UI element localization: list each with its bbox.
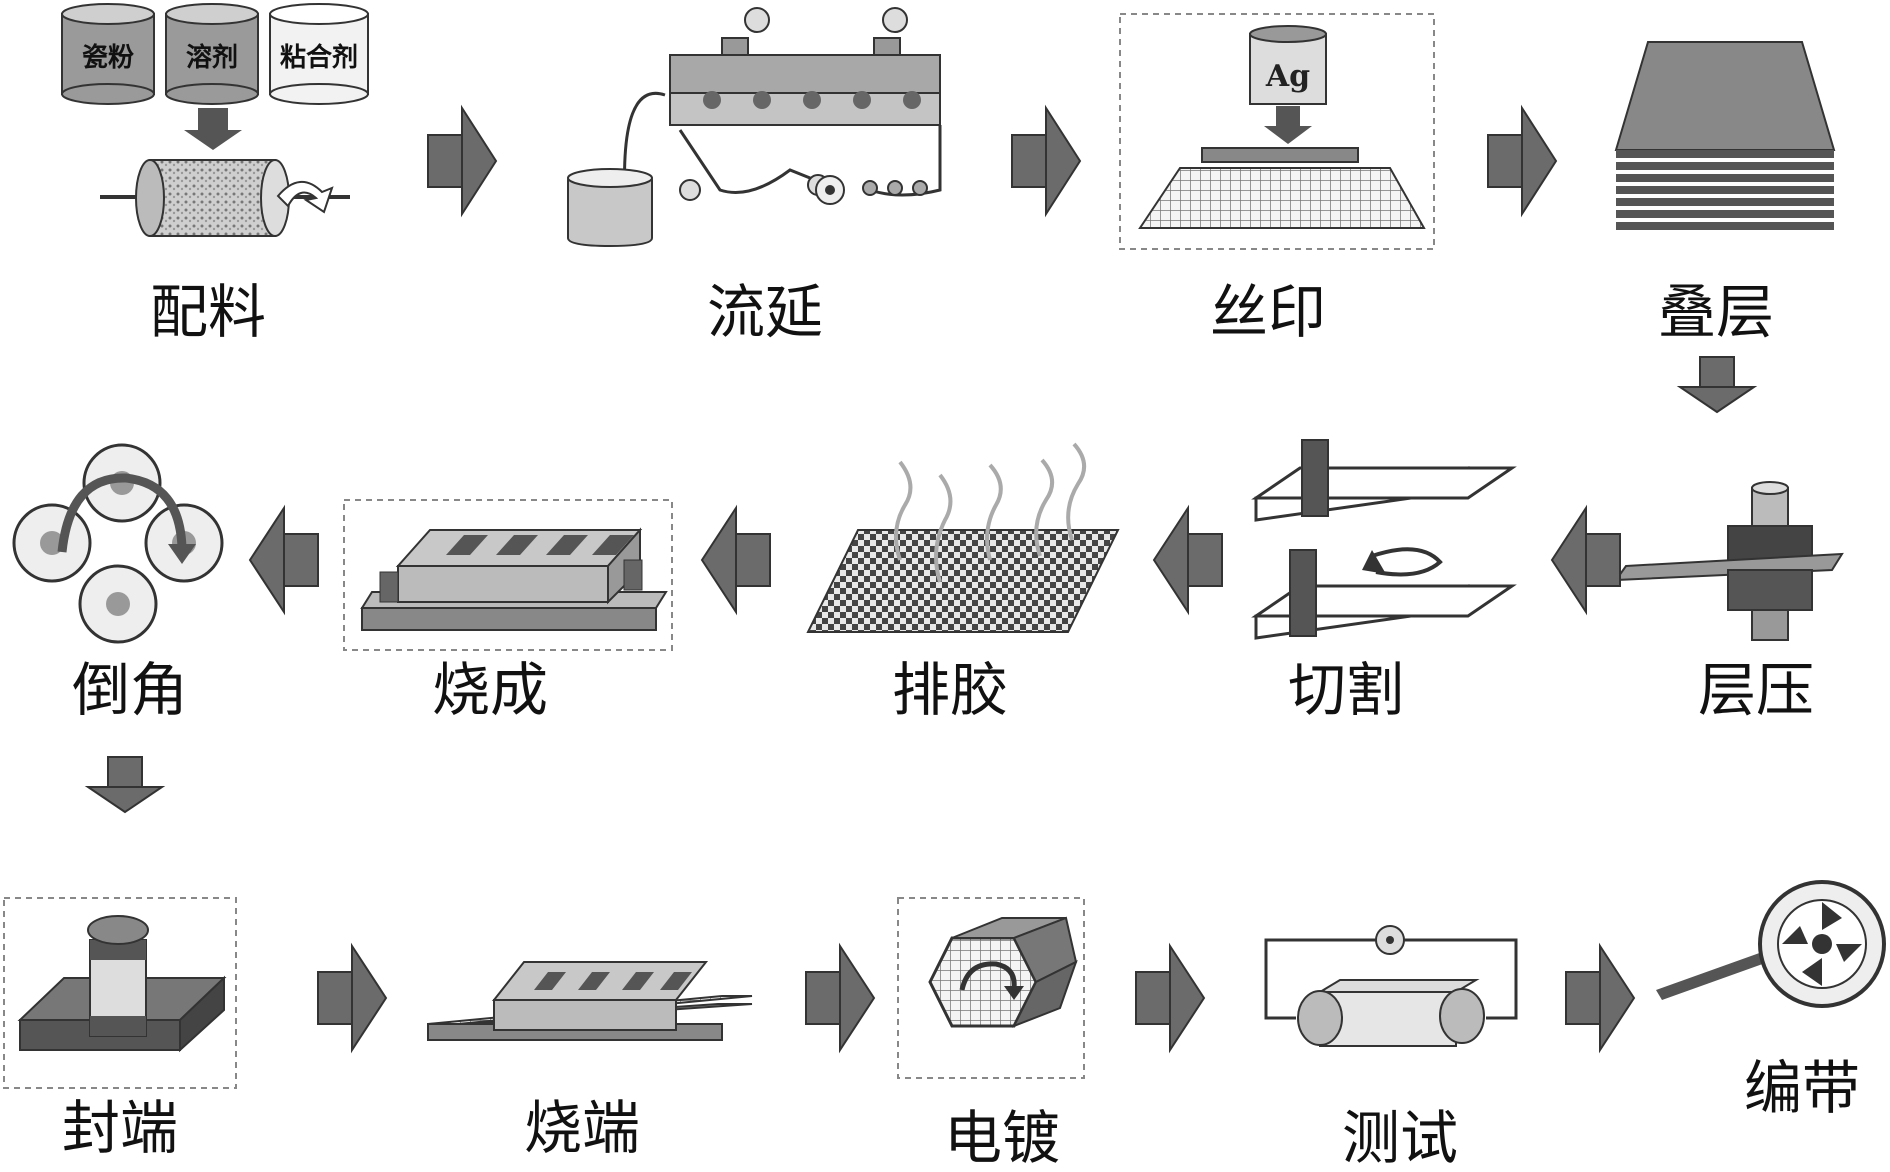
left-arrow-icon	[1152, 504, 1223, 616]
ceramic-powder-bin-icon: 瓷粉	[61, 3, 155, 105]
step-label: 叠层	[1658, 278, 1774, 346]
dashed-frame	[1119, 13, 1435, 250]
step-label: 配料	[150, 278, 266, 346]
tape-reel-icon	[1656, 880, 1886, 1008]
right-arrow-icon	[805, 942, 876, 1054]
step-laminating: 层压	[1613, 481, 1844, 724]
step-taping: 编带	[1656, 880, 1886, 1122]
right-arrow-icon	[317, 942, 388, 1054]
step-label: 流延	[707, 278, 823, 346]
solvent-bin-icon: 溶剂	[165, 3, 259, 105]
step-label: 倒角	[72, 656, 188, 724]
tape-casting-machine-icon	[567, 7, 942, 248]
termination-furnace-icon	[427, 961, 753, 1041]
step-label: 封端	[62, 1094, 178, 1162]
step-label: 烧端	[524, 1094, 640, 1162]
down-arrow-icon	[184, 108, 242, 150]
silver-ink-label: Ag	[1265, 59, 1310, 94]
silver-paste-jar-icon: Ag	[1249, 25, 1327, 105]
test-circuit-icon	[1264, 925, 1518, 1047]
plating-barrel-icon	[928, 916, 1078, 1028]
dashed-frame	[897, 897, 1085, 1079]
step-sintering: 烧成	[343, 499, 673, 724]
left-arrow-icon	[248, 504, 319, 616]
step-stacking: 叠层	[1614, 41, 1836, 346]
step-label: 层压	[1698, 656, 1814, 724]
step-termination-firing: 烧端	[427, 961, 753, 1162]
dashed-frame	[3, 897, 237, 1089]
binder-bin-icon: 粘合剂	[269, 3, 369, 105]
bin-label-binder: 粘合剂	[280, 42, 358, 73]
chip-array-icon	[806, 529, 1120, 633]
right-arrow-icon	[427, 104, 498, 218]
step-label: 编带	[1744, 1054, 1860, 1122]
sintering-furnace-icon	[360, 527, 668, 631]
left-arrow-icon	[1550, 504, 1621, 616]
step-label: 排胶	[892, 656, 1008, 724]
left-arrow-icon	[700, 504, 771, 616]
step-label: 测试	[1342, 1104, 1458, 1172]
laminating-press-icon	[1613, 481, 1844, 641]
smoke-icon	[894, 442, 1086, 583]
right-arrow-icon	[1011, 104, 1082, 218]
down-arrow-icon	[1676, 356, 1758, 414]
ball-mill-icon	[100, 159, 350, 237]
dashed-frame	[343, 499, 673, 651]
cutting-blade-icon	[1251, 439, 1517, 640]
step-testing: 测试	[1264, 925, 1518, 1172]
step-electroplating: 电镀	[897, 897, 1085, 1172]
step-terminating: 封端	[3, 897, 237, 1162]
step-label: 丝印	[1210, 278, 1326, 346]
step-label: 烧成	[432, 656, 548, 724]
dip-termination-icon	[17, 915, 227, 1053]
step-binder-burnout: 排胶	[806, 442, 1120, 724]
squeegee-icon	[1201, 147, 1359, 163]
bin-label-solvent: 溶剂	[186, 42, 238, 73]
chamfering-barrels-icon	[12, 443, 224, 644]
down-arrow-icon	[1264, 106, 1312, 144]
step-label: 电镀	[944, 1104, 1060, 1172]
down-arrow-icon	[84, 756, 166, 814]
right-arrow-icon	[1135, 942, 1206, 1054]
step-screen-printing: Ag 丝印	[1119, 13, 1435, 346]
step-label: 切割	[1288, 656, 1404, 724]
screen-mesh-icon	[1138, 167, 1426, 229]
step-cutting: 切割	[1251, 439, 1517, 724]
step-batching: 瓷粉 溶剂 粘合剂 配料	[61, 3, 369, 346]
stacked-sheets-icon	[1614, 41, 1836, 230]
right-arrow-icon	[1487, 104, 1558, 218]
right-arrow-icon	[1565, 942, 1636, 1054]
bin-label-ceramic-powder: 瓷粉	[82, 43, 134, 73]
step-chamfering: 倒角	[12, 443, 224, 724]
step-casting: 流延	[567, 7, 942, 346]
